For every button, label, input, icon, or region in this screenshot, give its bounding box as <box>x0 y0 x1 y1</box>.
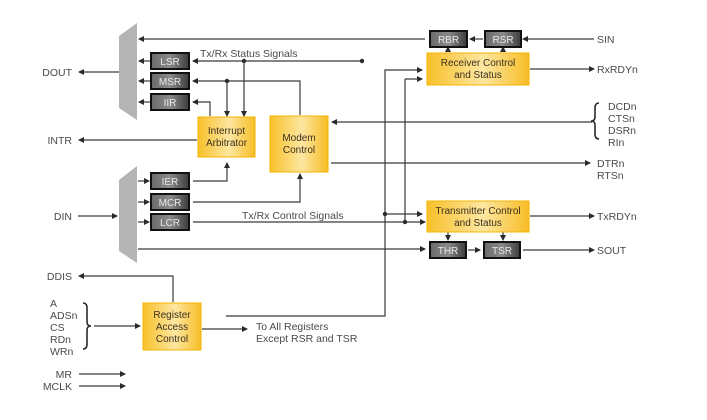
register-access-line1: Register <box>153 310 191 321</box>
mclk-label: MCLK <box>43 381 72 393</box>
intr-label: INTR <box>48 135 73 147</box>
to-all-registers-line1: To All Registers <box>256 321 328 333</box>
register-access-line2: Access <box>156 322 188 333</box>
sout-label: SOUT <box>597 245 627 257</box>
signal-labels: DOUT INTR DIN DDIS A ADSn CS RDn WRn MR … <box>42 34 638 393</box>
rxrdyn-label: RxRDYn <box>597 64 638 76</box>
rtsn-label: RTSn <box>597 170 624 182</box>
interrupt-arbitrator-line1: Interrupt <box>208 126 245 137</box>
register-iir-label: IIR <box>164 98 177 109</box>
register-ier-label: IER <box>162 177 179 188</box>
register-lcr: LCR <box>150 213 190 231</box>
register-msr: MSR <box>150 72 190 90</box>
modem-control-line1: Modem <box>282 133 315 144</box>
to-all-registers-line2: Except RSR and TSR <box>256 333 358 345</box>
transmitter-control-block: Transmitter Control and Status <box>426 200 530 233</box>
register-iir: IIR <box>150 93 190 111</box>
registers: LSR MSR IIR IER MCR LCR RBR RSR THR TSR <box>150 30 522 259</box>
interrupt-arbitrator-line2: Arbitrator <box>206 138 248 149</box>
addr-a-label: A <box>50 298 57 310</box>
din-label: DIN <box>54 211 72 223</box>
output-mux <box>119 23 137 120</box>
mr-label: MR <box>56 369 73 381</box>
register-lsr-label: LSR <box>160 57 179 68</box>
modem-control-block: Modem Control <box>269 115 329 173</box>
register-tsr-label: TSR <box>492 246 512 257</box>
ctsn-label: CTSn <box>608 113 635 125</box>
addr-adsn-label: ADSn <box>50 310 78 322</box>
register-mcr-label: MCR <box>159 198 182 209</box>
ddis-label: DDIS <box>47 271 72 283</box>
receiver-control-line1: Receiver Control <box>441 58 515 69</box>
transmitter-control-line2: and Status <box>454 218 502 229</box>
register-msr-label: MSR <box>159 77 181 88</box>
modem-input-brace <box>590 102 600 140</box>
rin-label: RIn <box>608 137 625 149</box>
register-tsr: TSR <box>483 241 521 259</box>
addr-wrn-label: WRn <box>50 346 73 358</box>
register-rbr: RBR <box>429 30 468 48</box>
register-mcr: MCR <box>150 193 190 211</box>
modem-control-line2: Control <box>283 145 315 156</box>
receiver-control-line2: and Status <box>454 70 502 81</box>
status-signals-annotation: Tx/Rx Status Signals <box>200 48 297 60</box>
dsrn-label: DSRn <box>608 125 636 137</box>
dtrn-label: DTRn <box>597 158 625 170</box>
register-rbr-label: RBR <box>438 35 459 46</box>
interrupt-arbitrator-block: Interrupt Arbitrator <box>197 116 256 158</box>
addr-rdn-label: RDn <box>50 334 71 346</box>
register-ier: IER <box>150 172 190 190</box>
register-access-control-block: Register Access Control <box>142 302 202 351</box>
address-brace <box>82 302 92 350</box>
transmitter-control-line1: Transmitter Control <box>435 206 520 217</box>
txrdyn-label: TxRDYn <box>597 211 637 223</box>
register-lsr: LSR <box>150 52 190 70</box>
register-lcr-label: LCR <box>160 218 180 229</box>
register-thr-label: THR <box>438 246 459 257</box>
dout-label: DOUT <box>42 67 72 79</box>
wires <box>78 36 595 389</box>
receiver-control-block: Receiver Control and Status <box>426 52 530 86</box>
register-access-line3: Control <box>156 334 188 345</box>
register-rsr-label: RSR <box>492 35 513 46</box>
dcdn-label: DCDn <box>608 101 637 113</box>
register-thr: THR <box>429 241 467 259</box>
register-rsr: RSR <box>484 30 522 48</box>
control-signals-annotation: Tx/Rx Control Signals <box>242 210 344 222</box>
sin-label: SIN <box>597 34 615 46</box>
addr-cs-label: CS <box>50 322 65 334</box>
input-mux <box>119 166 137 263</box>
